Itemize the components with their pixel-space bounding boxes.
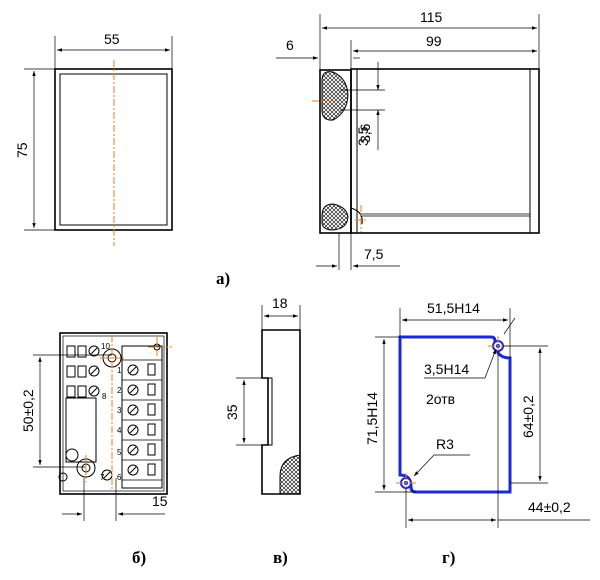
side-body	[350, 68, 540, 234]
caption-b: б)	[132, 548, 146, 567]
side-knob-bottom	[321, 203, 349, 231]
dim-depth-label: 18	[272, 295, 288, 311]
screw-10	[88, 345, 100, 357]
dim-cut-h-label: 71,5H14	[364, 392, 380, 445]
radius-leader	[413, 454, 435, 477]
view-g-cutout: 51,5H14 71,5H14 64±0,2 44±0,2 3,5H14 2от…	[364, 300, 590, 528]
dim-hole-count-label: 2отв	[426, 391, 455, 407]
terminal-label-7: 7	[100, 473, 105, 482]
screw-8	[88, 385, 100, 397]
terminal-label-1: 1	[117, 366, 122, 375]
terminal-label-5: 5	[117, 448, 122, 457]
screw-1	[127, 364, 139, 376]
dim-radius-label: R3	[436, 436, 454, 452]
dim-total-label: 115	[420, 9, 443, 25]
screw-6	[127, 464, 139, 476]
caption-a: а)	[216, 269, 230, 288]
dim-span-label: 50±0,2	[20, 389, 36, 432]
dim-offset-label: 6	[286, 37, 294, 53]
left-slots	[58, 345, 87, 482]
screw-2	[127, 384, 139, 396]
view-v-profile: 18 35	[224, 295, 301, 495]
side-knob-top	[321, 71, 349, 121]
terminal-label-2: 2	[117, 386, 122, 395]
dim-body-label: 99	[426, 33, 442, 49]
terminal-label-3: 3	[117, 406, 122, 415]
screw-5	[127, 444, 139, 456]
view-b-terminal-block: 10 1 2 3 4 5 6 7 8 50±0,2 15	[20, 332, 172, 521]
dim-holes-h-label: 44±0,2	[528, 499, 571, 515]
dim-holes-v-label: 64±0,2	[520, 395, 536, 438]
dim-width-label: 55	[104, 31, 120, 47]
profile-knob	[279, 454, 301, 495]
hole-leader	[484, 348, 497, 379]
view-a-side: 115 99 6 3,5 3,6 7,5	[276, 9, 540, 270]
dim-hole-d-label: 3,5H14	[424, 361, 469, 377]
dim-height-label: 75	[14, 142, 30, 158]
caption-g: г)	[442, 548, 455, 567]
dim-hole-label: 3,5	[355, 126, 371, 146]
screw-4	[127, 424, 139, 436]
terminal-label-8: 8	[102, 392, 107, 401]
dim-cut-w-label: 51,5H14	[427, 300, 480, 316]
view-a-front: 55 75	[14, 31, 173, 246]
terminal-label-4: 4	[117, 426, 122, 435]
screw-3	[127, 404, 139, 416]
dim-v-height-label: 35	[224, 404, 240, 420]
terminal-label-10: 10	[101, 342, 110, 351]
block-outline	[59, 332, 168, 495]
caption-v: в)	[273, 548, 288, 567]
terminal-label-6: 6	[117, 473, 122, 482]
dim-foot-label: 7,5	[364, 246, 384, 262]
dim-pitch-label: 15	[152, 493, 168, 509]
block-window	[65, 397, 97, 463]
dim-hole-alt-label: 3,6	[357, 123, 373, 143]
terminal-column	[121, 345, 163, 489]
